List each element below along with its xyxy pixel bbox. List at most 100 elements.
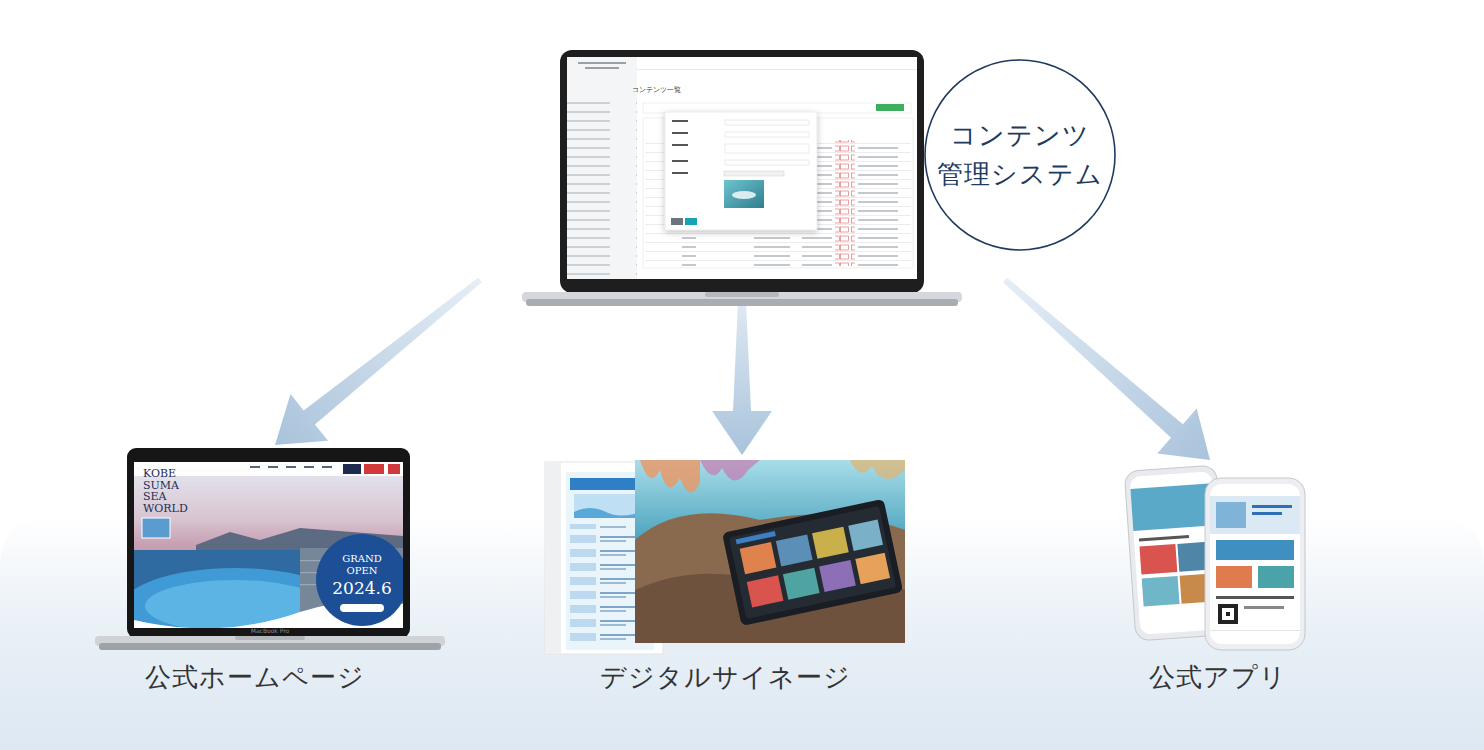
flow-arrow bbox=[1003, 278, 1210, 460]
cms-laptop-part bbox=[672, 172, 688, 174]
device-caption: デジタルサイネージ bbox=[600, 661, 851, 695]
cms-laptop-part bbox=[643, 103, 911, 113]
signage-illustration-part-part-part bbox=[736, 531, 776, 544]
signage-illustration-part-part-part bbox=[722, 499, 903, 626]
cms-laptop-part bbox=[567, 100, 637, 275]
device-caption: 公式ホームページ bbox=[145, 661, 365, 695]
cms-laptop-part bbox=[876, 104, 904, 111]
cms-laptop-part bbox=[732, 191, 756, 199]
app-phones-part bbox=[1226, 612, 1230, 616]
app-phones-part bbox=[1210, 630, 1300, 632]
cms-laptop-part bbox=[725, 144, 809, 153]
system-group: コンテンツ 管理システム bbox=[470, 40, 1115, 280]
cms-laptop-part bbox=[671, 218, 683, 225]
homepage-laptop-part bbox=[235, 636, 305, 640]
homepage-laptop-part-part bbox=[364, 464, 384, 474]
app-phones-part bbox=[1216, 596, 1294, 599]
cms-laptop bbox=[522, 50, 962, 306]
system-circle-outline bbox=[925, 60, 1115, 250]
app-phones-part-part bbox=[1142, 576, 1180, 606]
cms-laptop-part bbox=[665, 112, 817, 230]
homepage-laptop-part-part bbox=[316, 534, 403, 626]
signage-illustration-part-part-part bbox=[855, 553, 890, 585]
flow-arrow bbox=[712, 280, 772, 455]
homepage-laptop-part bbox=[127, 448, 410, 638]
homepage-laptop-part-part bbox=[268, 466, 278, 468]
signage-illustration-part-part bbox=[722, 499, 903, 626]
homepage-laptop-part-part bbox=[250, 466, 260, 468]
system-circle-outline-part bbox=[925, 60, 1115, 250]
app-phones-part-part bbox=[1139, 535, 1189, 541]
cms-laptop-part bbox=[705, 292, 779, 297]
signage-illustration bbox=[545, 460, 905, 654]
app-phones-part-part bbox=[1130, 483, 1215, 531]
logo-text: KOBE SUMA SEA WORLD bbox=[143, 468, 191, 514]
badge-text: GRAND OPEN bbox=[328, 553, 396, 576]
cms-laptop-part bbox=[724, 180, 764, 208]
app-phones-part bbox=[1252, 512, 1282, 515]
flow-arrow bbox=[275, 278, 482, 445]
cms-laptop-part bbox=[578, 62, 626, 64]
cms-laptop-part bbox=[567, 57, 637, 279]
device-group: デジタルサイネージ bbox=[540, 455, 910, 715]
cms-laptop-part bbox=[724, 171, 784, 176]
app-phones-part bbox=[1210, 496, 1300, 534]
signage-illustration-part bbox=[635, 460, 905, 643]
cms-laptop-part bbox=[672, 160, 688, 162]
cms-laptop-part bbox=[685, 218, 697, 225]
app-phones-part bbox=[1258, 566, 1294, 588]
app-phones-part bbox=[1216, 540, 1294, 560]
app-phones-part bbox=[1205, 478, 1305, 650]
app-phones-part bbox=[1244, 606, 1284, 609]
cms-laptop-part bbox=[567, 57, 917, 279]
signage-illustration-part bbox=[545, 462, 561, 654]
badge-date: 2024.6 bbox=[317, 579, 407, 598]
homepage-laptop bbox=[95, 448, 445, 650]
cms-laptop-part bbox=[725, 120, 809, 125]
app-phones bbox=[1124, 465, 1305, 650]
homepage-laptop-part-part bbox=[322, 466, 332, 468]
cms-laptop-part bbox=[526, 299, 958, 306]
homepage-laptop-part-part bbox=[340, 604, 384, 612]
cms-laptop-part bbox=[725, 132, 809, 137]
cms-laptop-part bbox=[672, 132, 688, 134]
signage-illustration-part-part-part bbox=[776, 534, 813, 566]
app-phones-part-part bbox=[1139, 544, 1177, 574]
homepage-laptop-part-part bbox=[343, 464, 361, 474]
signage-illustration-part-part-part bbox=[783, 568, 820, 600]
cms-laptop-part bbox=[835, 140, 855, 266]
homepage-laptop-part-part bbox=[142, 518, 170, 538]
homepage-laptop-part-part bbox=[286, 466, 296, 468]
app-phones-part bbox=[1210, 484, 1300, 644]
cms-laptop-part bbox=[725, 160, 809, 165]
cms-laptop-part bbox=[672, 144, 688, 146]
app-phones-part bbox=[1222, 608, 1234, 620]
laptop-brand: MacBook Pro bbox=[230, 628, 310, 635]
homepage-laptop-part bbox=[99, 643, 441, 650]
cms-laptop-part bbox=[672, 120, 688, 122]
signage-illustration-part-part-part bbox=[740, 542, 777, 574]
device-group: 公式アプリ bbox=[1125, 460, 1310, 715]
signage-illustration-part-part-part bbox=[812, 527, 849, 559]
app-phones-part bbox=[1216, 566, 1252, 588]
signage-illustration-part-part bbox=[700, 460, 760, 481]
device-caption: 公式アプリ bbox=[1149, 661, 1287, 695]
cms-laptop-part bbox=[585, 67, 619, 69]
signage-illustration-part-part bbox=[640, 460, 700, 493]
signage-illustration-part-part-part bbox=[747, 575, 784, 607]
homepage-laptop-part-part bbox=[304, 466, 314, 468]
signage-illustration-part-part-part bbox=[729, 506, 896, 619]
homepage-laptop-part bbox=[134, 462, 403, 628]
signage-illustration-part-part bbox=[635, 513, 905, 643]
app-phones-part bbox=[1216, 502, 1246, 528]
cms-laptop-part bbox=[560, 50, 924, 293]
signage-illustration-part-part-part bbox=[848, 519, 883, 551]
signage-illustration-part-part bbox=[635, 460, 905, 643]
system-circle-text: コンテンツ 管理システム bbox=[928, 116, 1112, 194]
signage-illustration-part-part bbox=[850, 460, 905, 479]
app-phones-part bbox=[1252, 505, 1292, 508]
screen-heading: コンテンツ一覧 bbox=[632, 87, 702, 95]
homepage-laptop-part-part bbox=[388, 464, 400, 474]
